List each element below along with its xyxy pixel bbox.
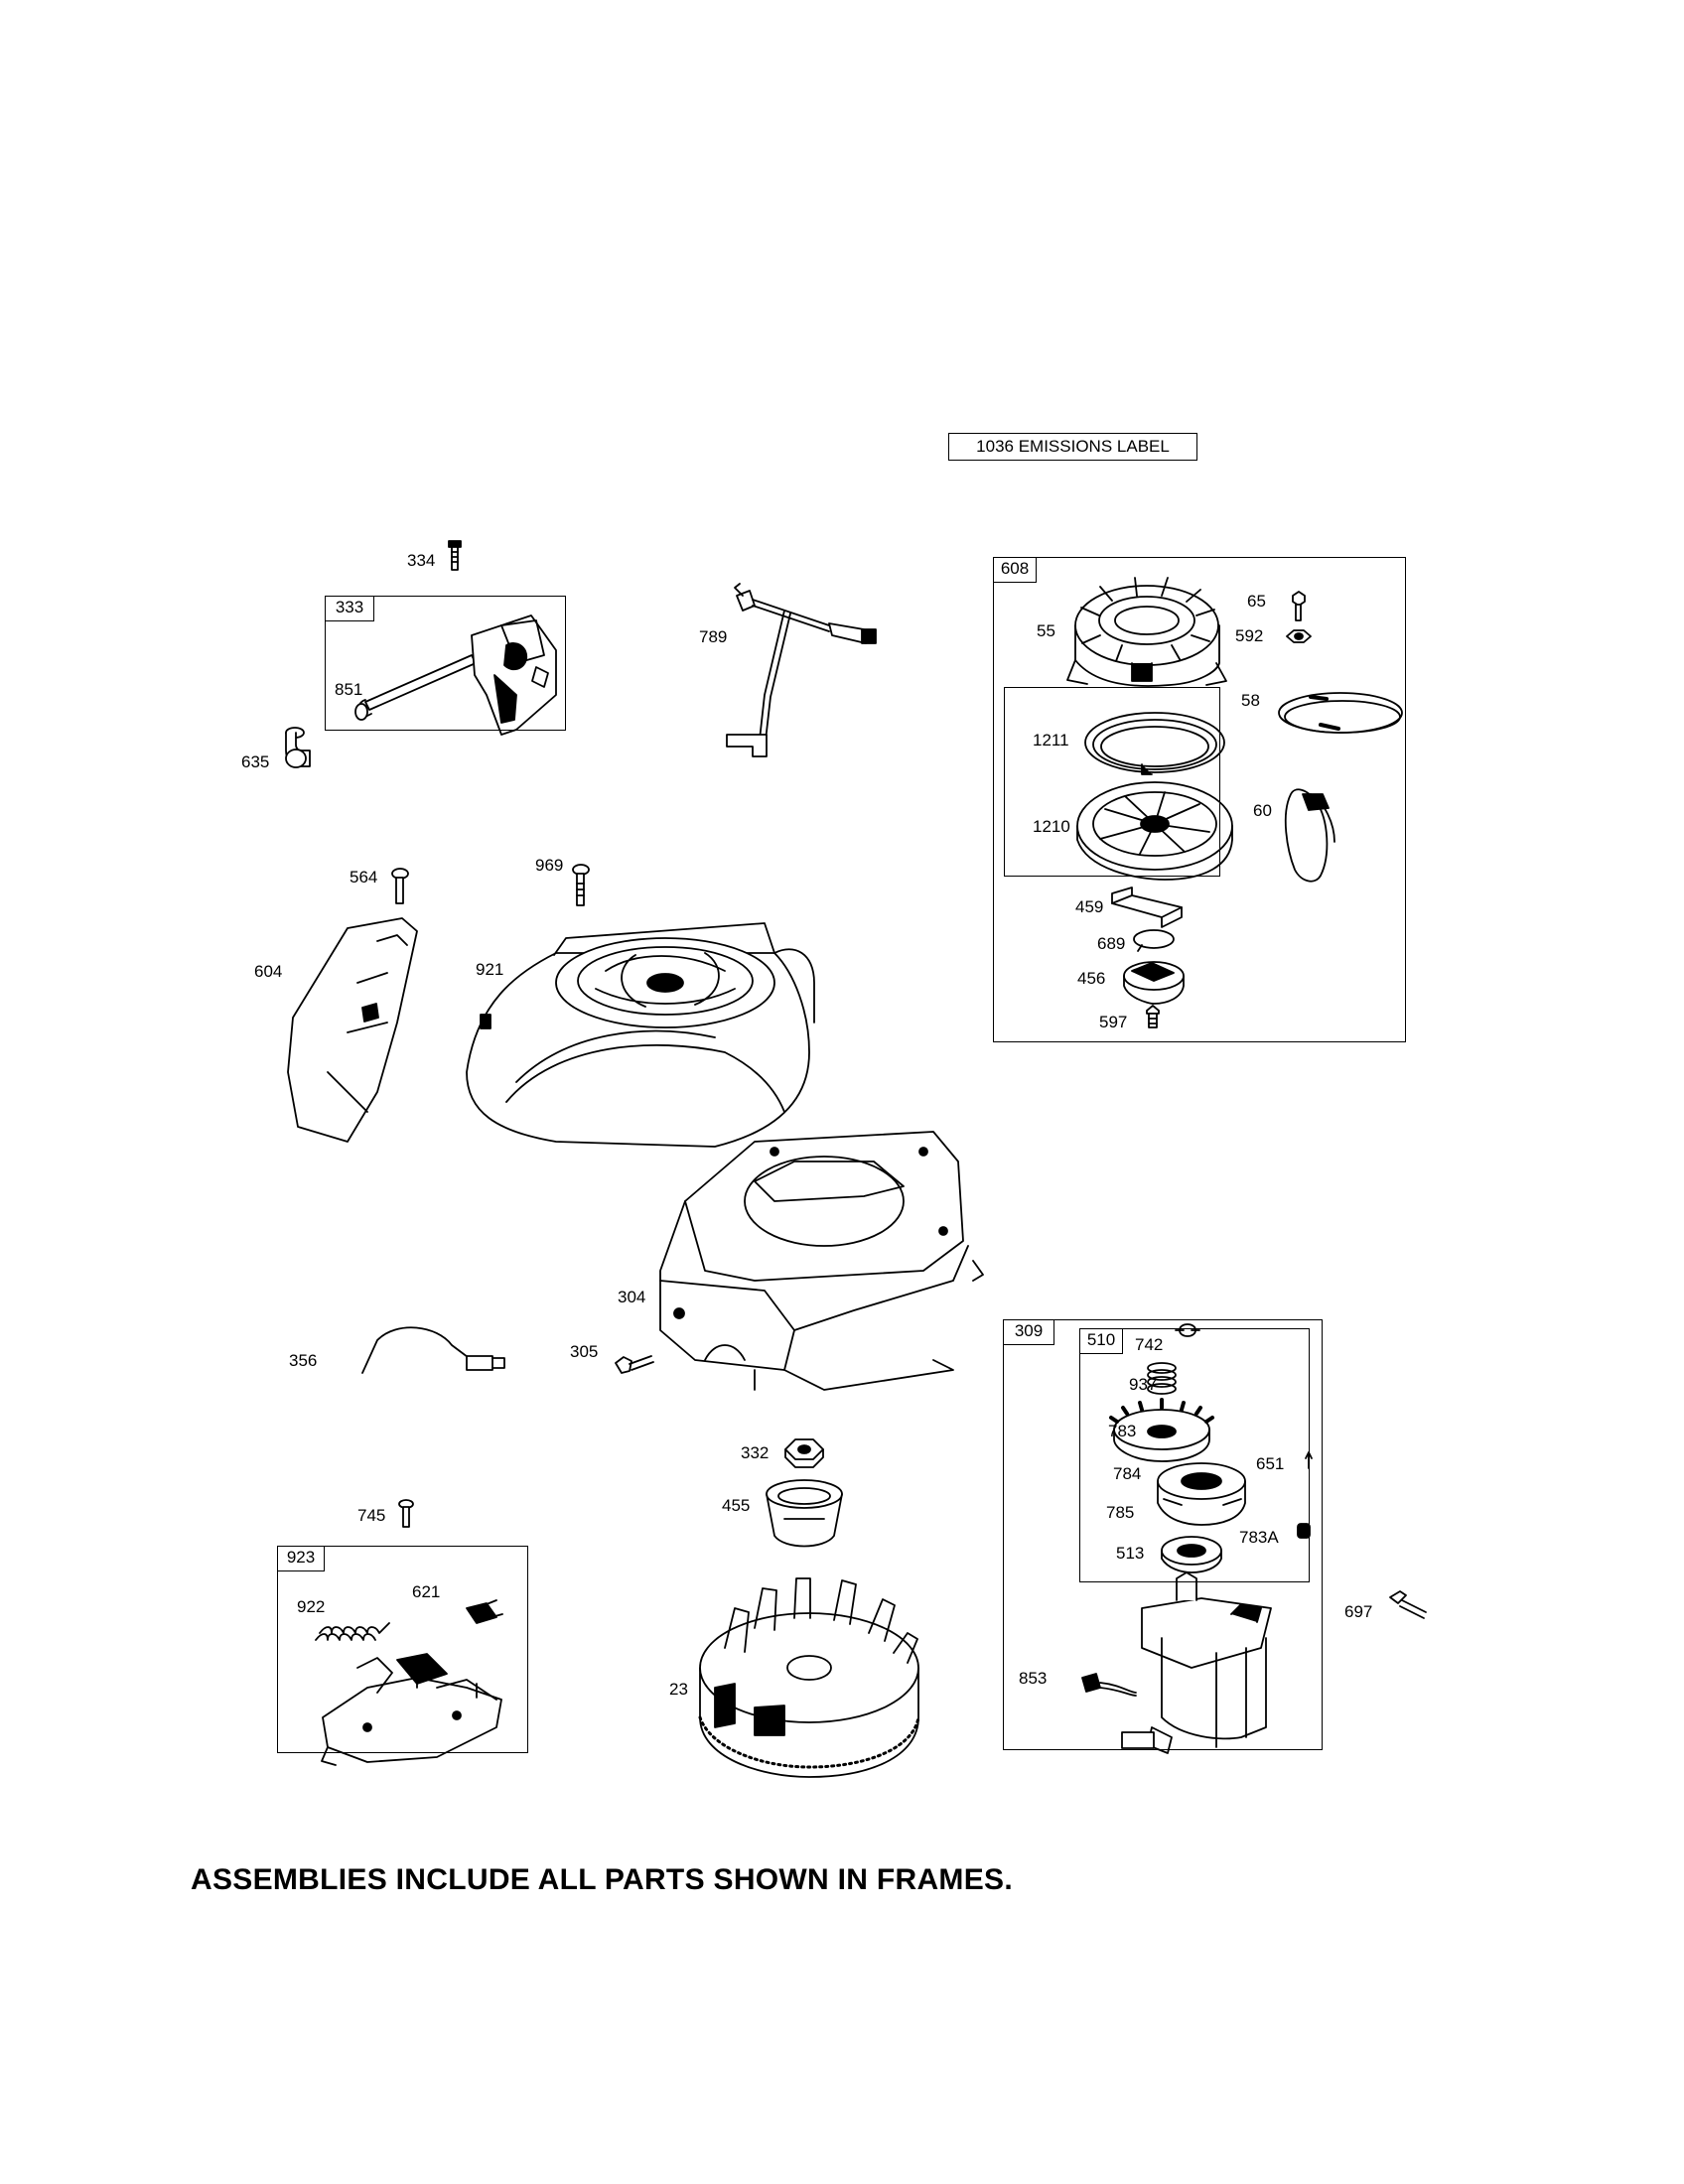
starter-motor-309-drawing bbox=[1122, 1572, 1271, 1753]
part-label-742: 742 bbox=[1135, 1335, 1164, 1354]
part-label-851: 851 bbox=[335, 680, 363, 699]
part-label-55: 55 bbox=[1037, 621, 1055, 640]
frame-tag-309: 309 bbox=[1003, 1319, 1054, 1345]
part-label-604: 604 bbox=[254, 962, 283, 981]
link-621-drawing bbox=[467, 1600, 502, 1623]
bolt-564-drawing bbox=[392, 869, 408, 903]
spring-937-drawing bbox=[1148, 1363, 1176, 1394]
part-label-783A: 783A bbox=[1239, 1528, 1279, 1547]
retainer-783A-drawing bbox=[1298, 1524, 1310, 1538]
part-label-789: 789 bbox=[699, 627, 728, 646]
spring-1211-drawing bbox=[1085, 713, 1224, 774]
flywheel-23-drawing bbox=[700, 1578, 918, 1777]
handle-60-drawing bbox=[1286, 789, 1334, 881]
air-guide-604-drawing bbox=[288, 918, 417, 1142]
assemblies-footer-note: ASSEMBLIES INCLUDE ALL PARTS SHOWN IN FR… bbox=[191, 1863, 1013, 1896]
wire-harness-789-drawing bbox=[727, 584, 876, 756]
part-label-305: 305 bbox=[570, 1342, 599, 1361]
nut-332-drawing bbox=[785, 1439, 823, 1467]
part-label-23: 23 bbox=[669, 1680, 688, 1699]
screw-334-drawing bbox=[449, 541, 461, 570]
pawl-459-drawing bbox=[1112, 887, 1182, 927]
frame-923 bbox=[277, 1546, 528, 1753]
part-label-1210: 1210 bbox=[1033, 817, 1070, 836]
screw-305-drawing bbox=[616, 1356, 653, 1373]
bolt-65-drawing bbox=[1293, 592, 1305, 620]
part-label-1211: 1211 bbox=[1033, 731, 1069, 750]
part-label-969: 969 bbox=[535, 856, 564, 875]
ground-wire-356-drawing bbox=[362, 1327, 504, 1373]
part-label-513: 513 bbox=[1116, 1544, 1145, 1563]
blower-housing-921-drawing bbox=[467, 923, 814, 1147]
frame-510 bbox=[1079, 1328, 1310, 1582]
clip-742-drawing bbox=[1176, 1324, 1199, 1336]
screw-697-drawing bbox=[1390, 1591, 1426, 1618]
gear-513-drawing bbox=[1162, 1537, 1221, 1572]
part-label-922: 922 bbox=[297, 1597, 326, 1616]
part-label-597: 597 bbox=[1099, 1013, 1128, 1031]
frame-tag-333: 333 bbox=[325, 596, 374, 621]
part-label-689: 689 bbox=[1097, 934, 1126, 953]
cup-456-drawing bbox=[1124, 962, 1184, 1004]
part-label-784: 784 bbox=[1113, 1464, 1142, 1483]
part-label-745: 745 bbox=[357, 1506, 386, 1525]
bolt-745-drawing bbox=[399, 1500, 413, 1527]
frame-1210-1211-subgroup bbox=[1004, 687, 1220, 877]
part-label-456: 456 bbox=[1077, 969, 1106, 988]
control-assembly-333-drawing bbox=[355, 615, 556, 735]
part-label-937: 937 bbox=[1129, 1375, 1158, 1394]
pulley-1210-drawing bbox=[1077, 782, 1232, 880]
frame-608 bbox=[993, 557, 1406, 1042]
part-label-783: 783 bbox=[1108, 1422, 1137, 1440]
bolt-969-drawing bbox=[573, 865, 589, 905]
screw-597-drawing bbox=[1147, 1006, 1159, 1027]
part-label-621: 621 bbox=[412, 1582, 441, 1601]
frame-tag-510: 510 bbox=[1079, 1328, 1123, 1354]
frame-tag-923: 923 bbox=[277, 1546, 325, 1571]
part-label-592: 592 bbox=[1235, 626, 1264, 645]
emissions-label-1036: 1036 EMISSIONS LABEL bbox=[948, 433, 1197, 461]
wire-853-drawing bbox=[1082, 1674, 1136, 1696]
part-label-651: 651 bbox=[1256, 1454, 1285, 1473]
part-label-853: 853 bbox=[1019, 1669, 1048, 1688]
part-label-304: 304 bbox=[618, 1288, 646, 1306]
clutch-784-drawing bbox=[1158, 1463, 1245, 1525]
part-label-58: 58 bbox=[1241, 691, 1260, 710]
part-label-356: 356 bbox=[289, 1351, 318, 1370]
part-label-459: 459 bbox=[1075, 897, 1104, 916]
elbow-fitting-635-drawing bbox=[286, 728, 310, 767]
ring-689-drawing bbox=[1134, 930, 1174, 951]
frame-309 bbox=[1003, 1319, 1323, 1750]
part-label-455: 455 bbox=[722, 1496, 751, 1515]
starter-cup-455-drawing bbox=[767, 1480, 842, 1547]
part-label-332: 332 bbox=[741, 1443, 770, 1462]
cylinder-shroud-304-drawing bbox=[660, 1132, 983, 1390]
frame-333 bbox=[325, 596, 566, 731]
nut-592-drawing bbox=[1287, 630, 1311, 642]
part-label-65: 65 bbox=[1247, 592, 1266, 611]
part-label-564: 564 bbox=[350, 868, 378, 887]
part-label-334: 334 bbox=[407, 551, 436, 570]
part-label-921: 921 bbox=[476, 960, 504, 979]
frame-tag-608: 608 bbox=[993, 557, 1037, 583]
part-label-785: 785 bbox=[1106, 1503, 1135, 1522]
part-label-697: 697 bbox=[1344, 1602, 1373, 1621]
part-label-635: 635 bbox=[241, 752, 270, 771]
governor-bracket-923-drawing bbox=[322, 1654, 501, 1765]
rope-58-drawing bbox=[1279, 693, 1402, 733]
gear-783-drawing bbox=[1111, 1400, 1212, 1461]
part-label-60: 60 bbox=[1253, 801, 1272, 820]
rewind-starter-55-drawing bbox=[1067, 578, 1226, 686]
governor-spring-922-drawing bbox=[316, 1623, 389, 1640]
